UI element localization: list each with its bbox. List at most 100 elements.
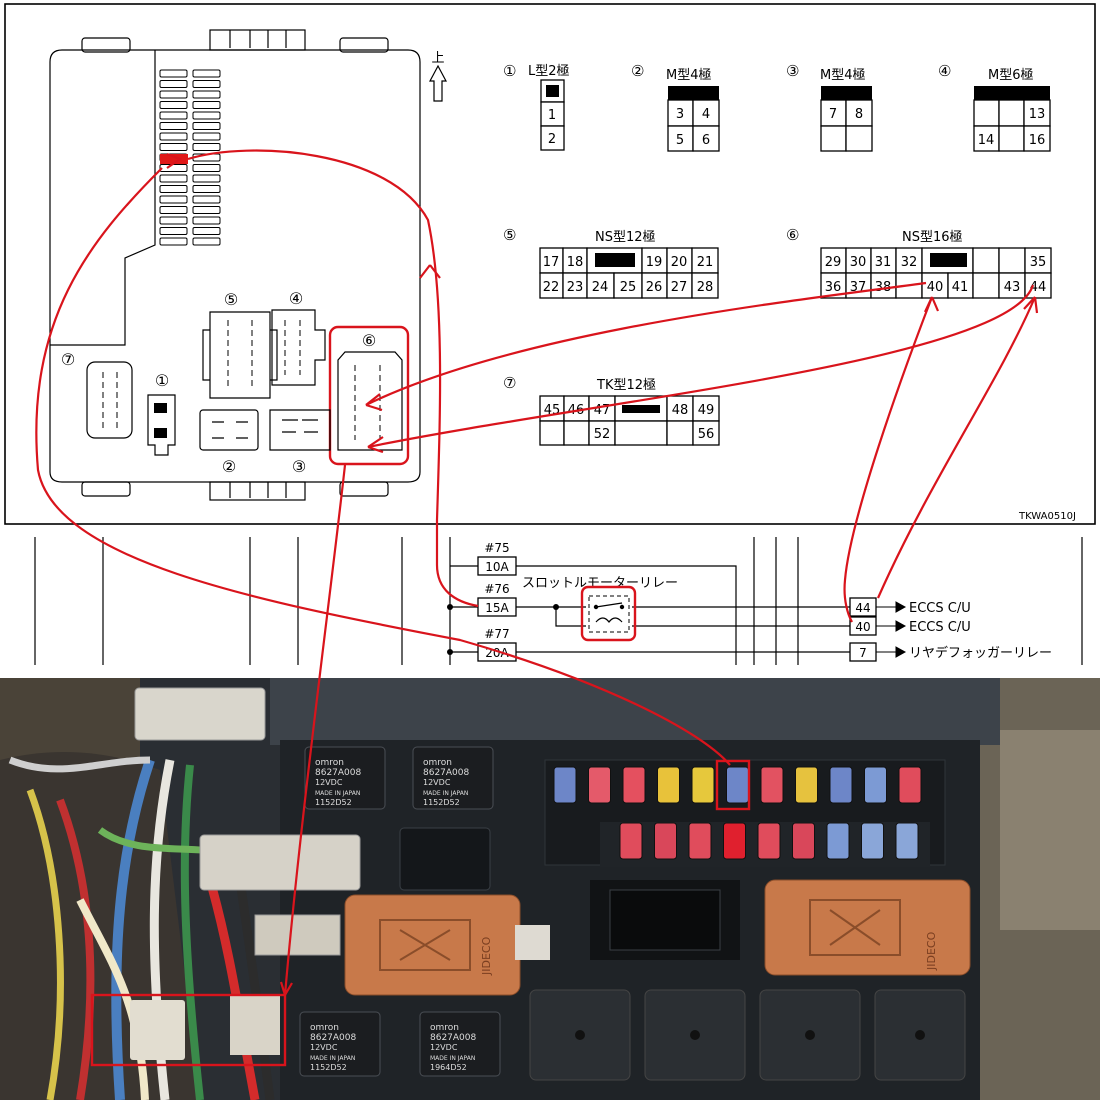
photo-fuse: [864, 766, 887, 804]
legend-3-num: ③: [786, 62, 799, 80]
photo-relay-4: omron 8627A008 12VDC MADE IN JAPAN 1964D…: [419, 1011, 501, 1077]
pin-40: 40: [927, 280, 944, 295]
fuse-slot: [159, 111, 188, 120]
legend-4-num: ④: [938, 62, 951, 80]
pin-7: 7: [829, 107, 837, 122]
box-connector-1: [147, 394, 176, 456]
fuse-box-outline: [49, 29, 421, 501]
pin-30: 30: [850, 255, 867, 270]
pin-17: 17: [543, 255, 560, 270]
photo-relay-large-right: JIDECO: [764, 879, 971, 976]
photo-fuse: [688, 822, 712, 860]
relay-2-origin: MADE IN JAPAN: [423, 790, 468, 797]
marker-6: ⑥: [362, 331, 376, 350]
box-connector-7: [86, 361, 133, 439]
fuse-slot: [159, 164, 188, 172]
connector-legend: ① L型2極 ② M型4極 ③ M型4極 ④ M型6極 ⑤ NS型12極 ⑥ N…: [503, 62, 1034, 393]
figure-code: TKWA0510J: [1018, 511, 1076, 522]
fuse-slot: [192, 216, 221, 225]
fuse-slot: [159, 122, 188, 130]
fuse-slot: [159, 195, 188, 204]
relay-3-code: 1152D52: [310, 1063, 347, 1072]
pin-27: 27: [671, 280, 688, 295]
marker-3: ③: [292, 457, 306, 476]
pin-44: 44: [1030, 280, 1047, 295]
fuse-76: #76 15A: [477, 582, 517, 617]
relay-2-model: 8627A008: [423, 768, 470, 778]
photo-fuse: [619, 822, 643, 860]
pin-48: 48: [672, 403, 689, 418]
output-44-label: ECCS C/U: [909, 601, 971, 616]
box-connector-4: [271, 309, 326, 386]
up-arrow-icon: [429, 64, 447, 102]
output-44-pin: 44: [855, 601, 870, 615]
relay-1-brand: omron: [315, 758, 344, 768]
relay-4-model: 8627A008: [430, 1033, 477, 1043]
fuse-slot: [192, 101, 221, 109]
table-connector-5: 17 18 19 20 21 22 23 24 25 26 27 28: [539, 247, 719, 299]
fuse-slot: [192, 185, 221, 193]
engine-bay-photo: [0, 678, 1100, 1100]
fuse-75-id: #75: [484, 541, 509, 555]
fuse-slot: [159, 227, 188, 235]
photo-relay-1: omron 8627A008 12VDC MADE IN JAPAN 1152D…: [304, 746, 386, 810]
table-connector-6: 29 30 31 32 35 36 37 38 40 41 43 44: [820, 247, 1052, 299]
highlighted-fuse-slot: [160, 154, 188, 164]
legend-1-num: ①: [503, 62, 516, 80]
output-44: 44 ECCS C/U: [849, 597, 971, 617]
fuse-slot: [159, 101, 188, 109]
fuse-slot: [192, 69, 221, 78]
pin-2: 2: [548, 132, 556, 147]
pin-38: 38: [875, 280, 892, 295]
photo-fuse: [726, 766, 749, 804]
photo-fuse: [895, 822, 919, 860]
fuse-76-rating: 15A: [485, 601, 509, 615]
pin-23: 23: [567, 280, 584, 295]
pin-49: 49: [698, 403, 715, 418]
photo-fuse: [588, 766, 611, 804]
photo-fuse: [829, 766, 853, 804]
legend-5-name: NS型12極: [595, 229, 656, 245]
table-connector-2: 3 4 5 6: [667, 86, 720, 152]
marker-1: ①: [155, 371, 169, 390]
output-40-pin: 40: [855, 620, 870, 634]
photo-fuse-highlight: [715, 759, 751, 811]
photo-fuse-block: [553, 766, 922, 860]
fuse-slot: [192, 90, 221, 99]
fuse-slot: [159, 237, 188, 246]
photo-fuse: [826, 822, 850, 860]
relay-symbol: [588, 595, 630, 633]
pin-4: 4: [702, 107, 710, 122]
pin-25: 25: [620, 280, 637, 295]
output-7-label: リヤデフォッガーリレー: [909, 645, 1052, 661]
relay-2-code: 1152D52: [423, 798, 460, 807]
relay-label: スロットルモーターリレー: [522, 576, 678, 591]
fuse-75: #75 10A: [477, 541, 517, 576]
fuse-slot: [159, 185, 188, 193]
relay-2-brand: omron: [423, 758, 452, 768]
pin-16: 16: [1029, 133, 1046, 148]
marker-7: ⑦: [61, 350, 75, 369]
pin-52: 52: [594, 427, 611, 442]
relay-4-origin: MADE IN JAPAN: [430, 1055, 475, 1062]
legend-7-num: ⑦: [503, 374, 516, 392]
legend-2-name: M型4極: [666, 67, 712, 83]
connector-6-highlight: [328, 325, 410, 466]
pin-36: 36: [825, 280, 842, 295]
pin-43: 43: [1004, 280, 1021, 295]
pin-22: 22: [543, 280, 560, 295]
fuse-slot: [192, 195, 221, 204]
relay-1-code: 1152D52: [315, 798, 352, 807]
fuse-slot: [192, 122, 221, 130]
photo-fuse: [792, 822, 815, 860]
fuse-slot: [192, 80, 221, 88]
pin-20: 20: [671, 255, 688, 270]
fuse-slot: [159, 80, 188, 88]
relay-4-code: 1964D52: [430, 1063, 467, 1072]
photo-relay-large-left: JIDECO: [344, 894, 550, 996]
output-40-label: ECCS C/U: [909, 620, 971, 635]
relay-3-voltage: 12VDC: [310, 1043, 338, 1052]
fuse-77-id: #77: [484, 627, 509, 641]
pin-24: 24: [592, 280, 609, 295]
